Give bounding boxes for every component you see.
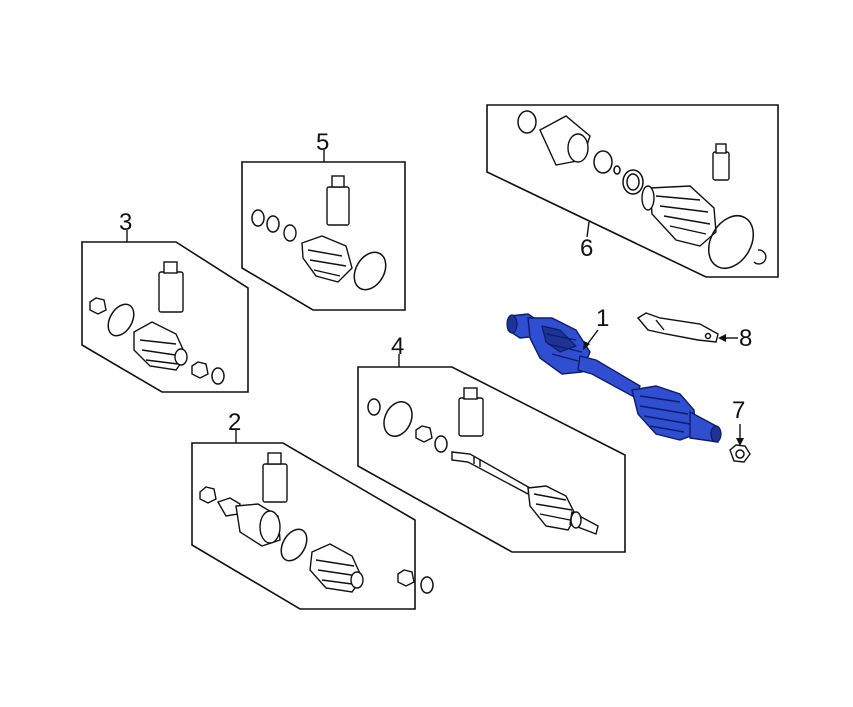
panel-3-boot-kit[interactable]: 3	[81, 209, 249, 393]
callout-1-label: 1	[596, 305, 609, 332]
part-8-heat-shield-bracket[interactable]: 8	[636, 312, 752, 352]
callout-7-label: 7	[732, 397, 745, 424]
panel-6-outer-joint-kit[interactable]: 6	[486, 104, 779, 278]
panel-5-inner-boot-kit[interactable]: 5	[241, 129, 406, 311]
callout-4-label: 4	[391, 333, 404, 360]
callout-3-label: 3	[119, 209, 132, 236]
callout-2-label: 2	[228, 409, 241, 436]
callout-6-label: 6	[580, 235, 593, 262]
callout-5-label: 5	[316, 129, 329, 156]
panel-2-inner-joint-kit[interactable]: 2	[191, 409, 434, 610]
part-7-axle-nut[interactable]: 7	[729, 397, 751, 463]
panel-4-axle-repair-kit[interactable]: 4	[357, 333, 626, 553]
callout-8-label: 8	[739, 325, 752, 352]
part-1-axle-shaft-assembly[interactable]: 1	[506, 305, 722, 443]
